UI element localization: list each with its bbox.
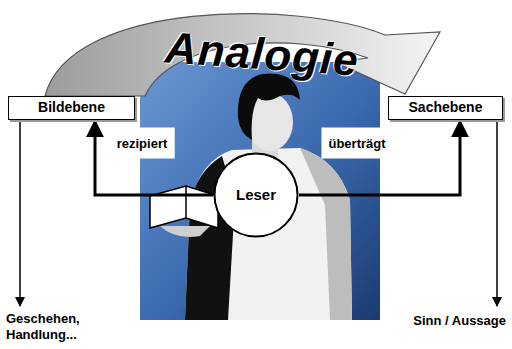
open-book [150,186,218,228]
leader-arrow [19,121,21,306]
leader-arrow [496,121,498,306]
reader-circle: Leser [213,152,299,238]
hair [238,74,300,140]
circle-shape [215,154,298,237]
receive-arrow [95,121,213,195]
edge-label: überträgt [321,128,392,159]
book-spine [185,186,187,218]
action-note: Geschehen, Handlung... [6,311,118,342]
shirt-shade [300,148,352,320]
shirt [185,148,352,320]
analogy-arrow [45,14,440,96]
edge-label: rezipiert [110,128,175,159]
image-level-box: Bildebene [8,96,135,120]
node-text: Bildebene [38,100,105,115]
meaning-note: Sinn / Aussage [386,313,506,329]
node-text: Leser [236,187,276,204]
node-text: Sachebene [409,100,483,115]
subject-level-box: Sachebene [388,96,503,120]
photo-ground [140,62,380,320]
analogy-label: Analogie [164,22,361,85]
hand [160,226,210,237]
transfer-arrow [299,121,460,195]
